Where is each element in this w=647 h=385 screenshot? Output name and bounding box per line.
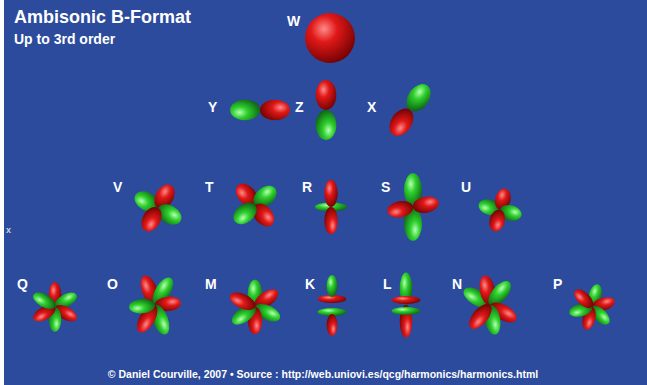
channel-letter: Z [295,100,304,115]
channel-letter: S [381,180,390,195]
stray-mark: x [6,226,11,236]
copyright-caption: © Daniel Courville, 2007 • Source : http… [108,369,538,381]
channel-letter: X [367,100,376,115]
channel-letter: K [305,277,315,292]
channel-letter: O [107,277,118,292]
channel-letter: T [205,180,214,195]
channel-letter: W [287,14,300,29]
subtitle: Up to 3rd order [14,32,115,47]
channel-letter: L [383,277,392,292]
channel-letter: N [452,277,462,292]
diagram-title: Ambisonic B-Format [14,8,191,28]
channel-letter: Q [17,277,28,292]
channel-letter: U [461,180,471,195]
channel-letter: R [302,180,312,195]
channel-letter: P [553,277,562,292]
channel-letter: Y [208,100,217,115]
channel-letter: V [113,180,122,195]
channel-letter: M [205,277,217,292]
